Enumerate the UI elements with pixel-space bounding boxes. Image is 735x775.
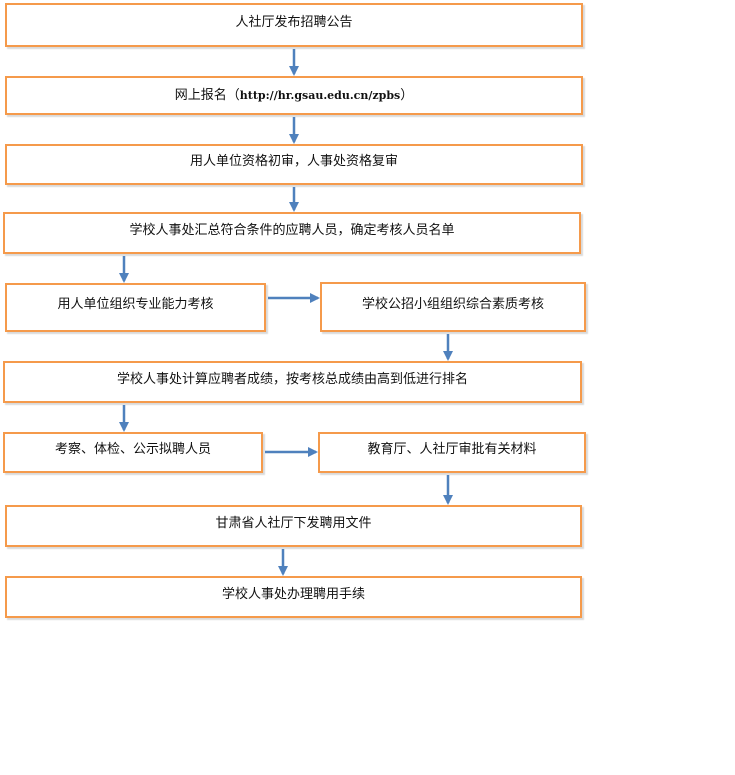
step-ability-box: 用人单位组织专业能力考核 (5, 283, 266, 332)
step-document-box: 甘肃省人社厅下发聘用文件 (5, 505, 582, 547)
step-quality-label: 学校公招小组组织综合素质考核 (361, 296, 544, 312)
step-procedure-box: 学校人事处办理聘用手续 (5, 576, 582, 618)
step-register-box: 网上报名（http://hr.gsau.edu.cn/zpbs） (5, 76, 583, 115)
register-prefix: 网上报名（ (174, 88, 240, 103)
step-qualify-box: 用人单位资格初审，人事处资格复审 (5, 144, 583, 185)
step-procedure-label: 学校人事处办理聘用手续 (221, 586, 365, 602)
step-document-label: 甘肃省人社厅下发聘用文件 (215, 515, 372, 531)
step-score-label: 学校人事处计算应聘者成绩，按考核总成绩由高到低进行排名 (116, 371, 468, 387)
step-announce-box: 人社厅发布招聘公告 (5, 3, 583, 47)
step-inspect-box: 考察、体检、公示拟聘人员 (3, 432, 263, 473)
step-summary-box: 学校人事处汇总符合条件的应聘人员，确定考核人员名单 (3, 212, 581, 254)
step-summary-label: 学校人事处汇总符合条件的应聘人员，确定考核人员名单 (129, 222, 455, 238)
step-ability-label: 用人单位组织专业能力考核 (57, 297, 214, 312)
step-register-label: 网上报名（http://hr.gsau.edu.cn/zpbs） (175, 84, 413, 103)
step-inspect-label: 考察、体检、公示拟聘人员 (54, 442, 211, 457)
step-approve-label: 教育厅、人社厅审批有关材料 (367, 442, 537, 457)
register-url: http://hr.gsau.edu.cn/zpbs (239, 89, 401, 102)
step-announce-label: 人社厅发布招聘公告 (235, 14, 353, 30)
step-quality-box: 学校公招小组组织综合素质考核 (320, 282, 586, 332)
step-qualify-label: 用人单位资格初审，人事处资格复审 (189, 154, 398, 169)
step-score-box: 学校人事处计算应聘者成绩，按考核总成绩由高到低进行排名 (3, 361, 582, 403)
register-suffix: ） (400, 88, 414, 103)
step-approve-box: 教育厅、人社厅审批有关材料 (318, 432, 586, 473)
